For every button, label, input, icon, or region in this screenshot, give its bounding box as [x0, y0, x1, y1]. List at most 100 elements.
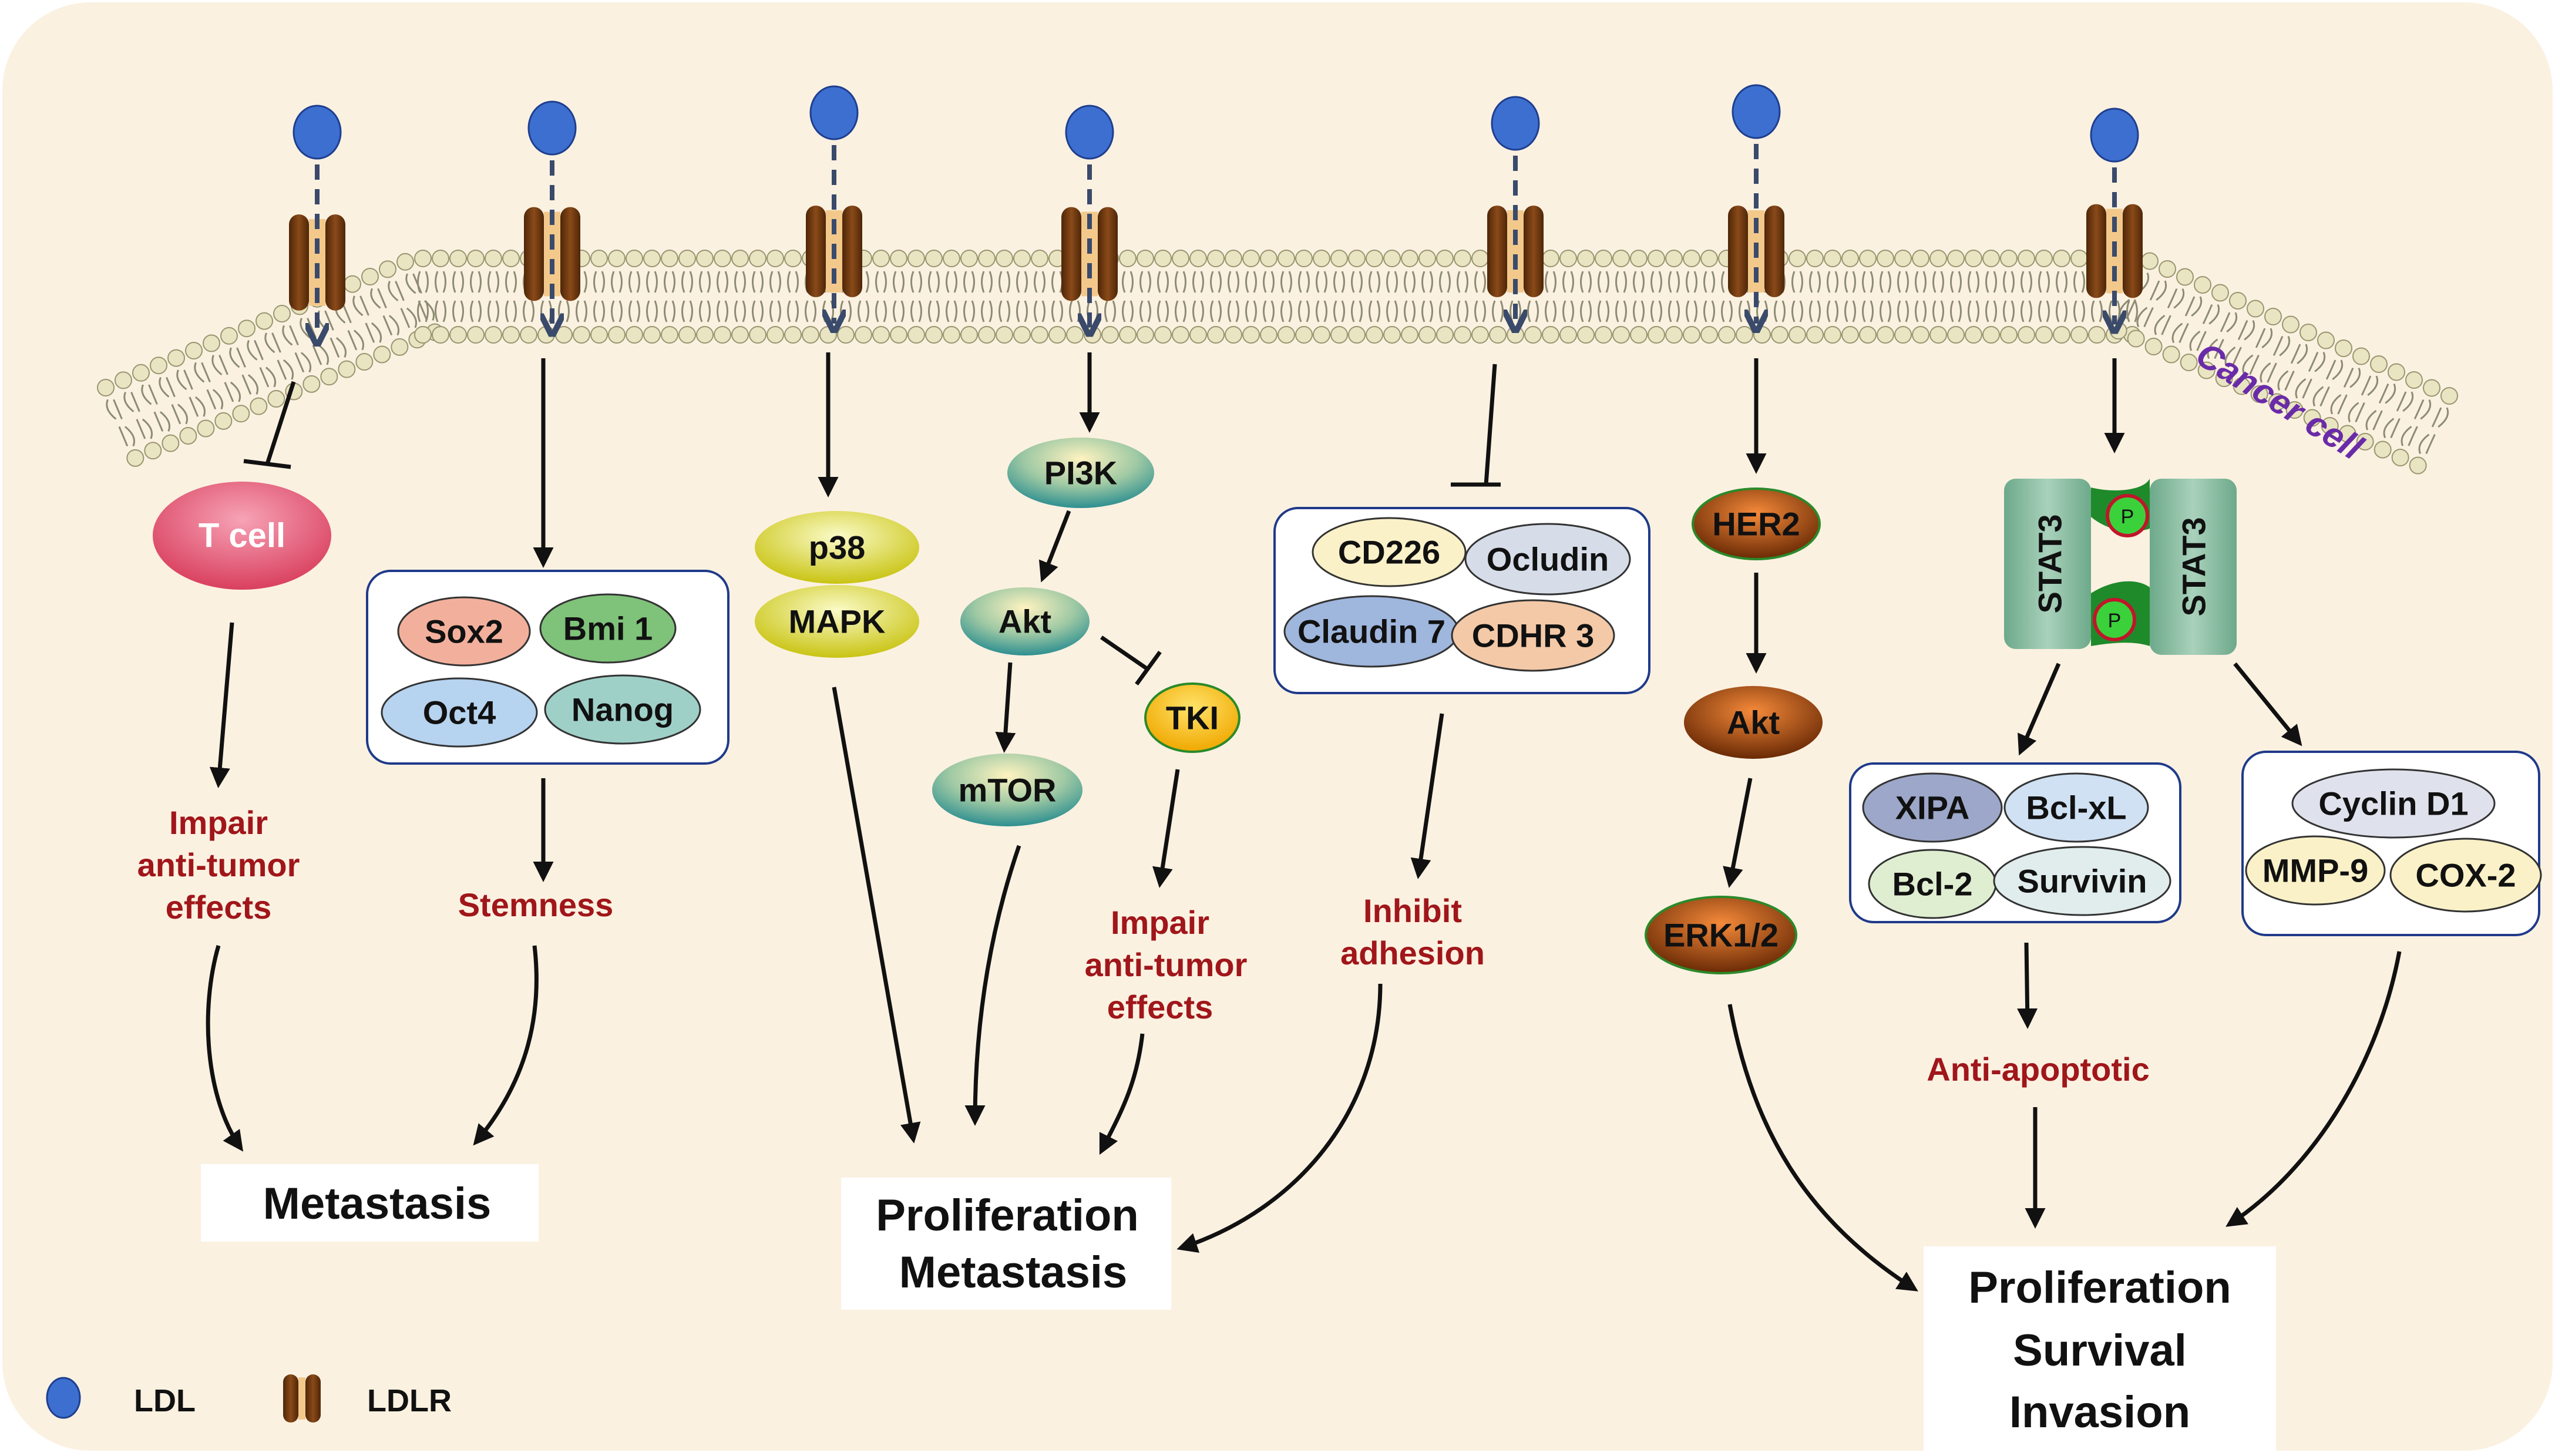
lipid-tail: [1333, 300, 1345, 322]
phospho-bottom-icon: [2093, 598, 2136, 641]
lipid-head: [467, 326, 485, 344]
lipid-tail: [1827, 300, 1838, 322]
lipid-head: [232, 405, 250, 423]
ldlr-receptor-channel: [544, 211, 560, 297]
lipid-tail: [1104, 300, 1116, 322]
lipid-tail: [382, 315, 400, 336]
lipid-head: [1859, 326, 1877, 344]
lipid-tail: [388, 281, 405, 302]
lipid-head: [502, 326, 520, 344]
lipid-tail: [1562, 271, 1574, 293]
lipid-tail: [946, 300, 957, 322]
lipid-tail: [1280, 271, 1292, 293]
lipid-head: [2391, 449, 2409, 467]
lipid-tail: [2056, 271, 2067, 293]
lipid-tail: [787, 300, 799, 322]
lipid-tail: [347, 329, 365, 351]
lipid-head: [2247, 300, 2264, 318]
lipid-head: [185, 342, 203, 359]
lipid-head: [537, 326, 555, 344]
lipid-head: [379, 260, 396, 278]
lipid-tail: [2171, 322, 2189, 344]
lipid-head: [1278, 250, 1295, 267]
lipid-tail: [1474, 271, 1486, 293]
lipid-tail: [1333, 271, 1345, 293]
lipid-head: [1137, 326, 1154, 344]
lipid-head: [373, 345, 391, 364]
lipid-head: [1471, 250, 1489, 267]
lipid-head: [1471, 326, 1489, 344]
lipid-tail: [2021, 271, 2032, 293]
lipid-tail: [1474, 300, 1486, 322]
lipid-tail: [1703, 271, 1715, 293]
lipid-tail: [312, 344, 330, 365]
lipid-tail: [1598, 300, 1609, 322]
ldlr-receptor-left: [1487, 206, 1507, 297]
p38-label: p38: [809, 529, 866, 566]
ldlr-receptor-left: [1061, 207, 1081, 301]
lipid-tail: [159, 376, 176, 398]
lipid-head: [872, 250, 890, 267]
anti-apoptotic-label: Anti-apoptotic: [1927, 1051, 2149, 1088]
lipid-tail: [805, 300, 816, 322]
lipid-head: [1877, 326, 1894, 344]
lipid-head: [1313, 250, 1330, 267]
lipid-head: [391, 338, 409, 356]
lipid-head: [678, 326, 696, 344]
lipid-head: [731, 250, 749, 267]
outcome-box-right: [1924, 1246, 2276, 1453]
mmp9-label: MMP-9: [2262, 852, 2368, 889]
lipid-head: [1383, 250, 1401, 267]
lipid-head: [1242, 250, 1260, 267]
lipid-head: [1982, 250, 2000, 267]
cyclind1-node: [2291, 768, 2496, 839]
lipid-head: [115, 371, 132, 389]
lipid-head: [1542, 326, 1559, 344]
lipid-head: [2285, 401, 2304, 419]
lipid-head: [2356, 433, 2374, 451]
lipid-tail: [470, 300, 482, 322]
lipid-tail: [417, 300, 429, 322]
lipid-tail: [176, 369, 193, 391]
lipid-tail: [488, 271, 499, 293]
lipid-tail: [488, 300, 499, 322]
lipid-head: [1841, 326, 1859, 344]
lipid-head: [2229, 292, 2247, 310]
lipid-tail: [1880, 271, 1891, 293]
oct4-node: [381, 677, 538, 748]
lipid-head: [1330, 326, 1348, 344]
ldlr-receptor-channel: [1507, 210, 1524, 292]
tcell-label: T cell: [199, 517, 285, 555]
pathway-mapk: p38 MAPK: [755, 352, 921, 1144]
lipid-tail: [2073, 271, 2085, 293]
lipid-tail: [2295, 378, 2312, 399]
lipid-head: [1683, 250, 1700, 267]
lipid-tail: [1703, 300, 1715, 322]
lipid-tail: [2154, 314, 2171, 335]
lipid-head: [1577, 250, 1595, 267]
lipid-tail: [1915, 271, 1927, 293]
survivin-node: [1993, 846, 2171, 916]
lipid-head: [2127, 329, 2145, 348]
lipid-head: [2321, 417, 2339, 435]
lipid-tail: [1915, 300, 1927, 322]
bmi1-node: [539, 593, 677, 664]
lipid-head: [1418, 250, 1436, 267]
lipid-head: [1013, 326, 1031, 344]
lipid-tail: [769, 300, 781, 322]
lipid-head: [855, 326, 872, 344]
lipid-tail: [1298, 300, 1310, 322]
lipid-tail: [1668, 300, 1680, 322]
lipid-tail: [1139, 271, 1151, 293]
ldlr-receptor-right: [1764, 206, 1784, 297]
lipid-tail: [352, 295, 369, 317]
lipid-tail: [1034, 300, 1045, 322]
lipid-head: [1841, 250, 1859, 267]
lipid-tail: [141, 384, 158, 405]
lipid-tail: [417, 271, 429, 293]
ldl-particle-icon: [527, 100, 577, 156]
lipid-tail: [2396, 391, 2414, 412]
lipid-tail: [2207, 338, 2224, 359]
phospho-bottom-label: P: [2108, 610, 2122, 632]
lipid-head: [1788, 250, 1806, 267]
